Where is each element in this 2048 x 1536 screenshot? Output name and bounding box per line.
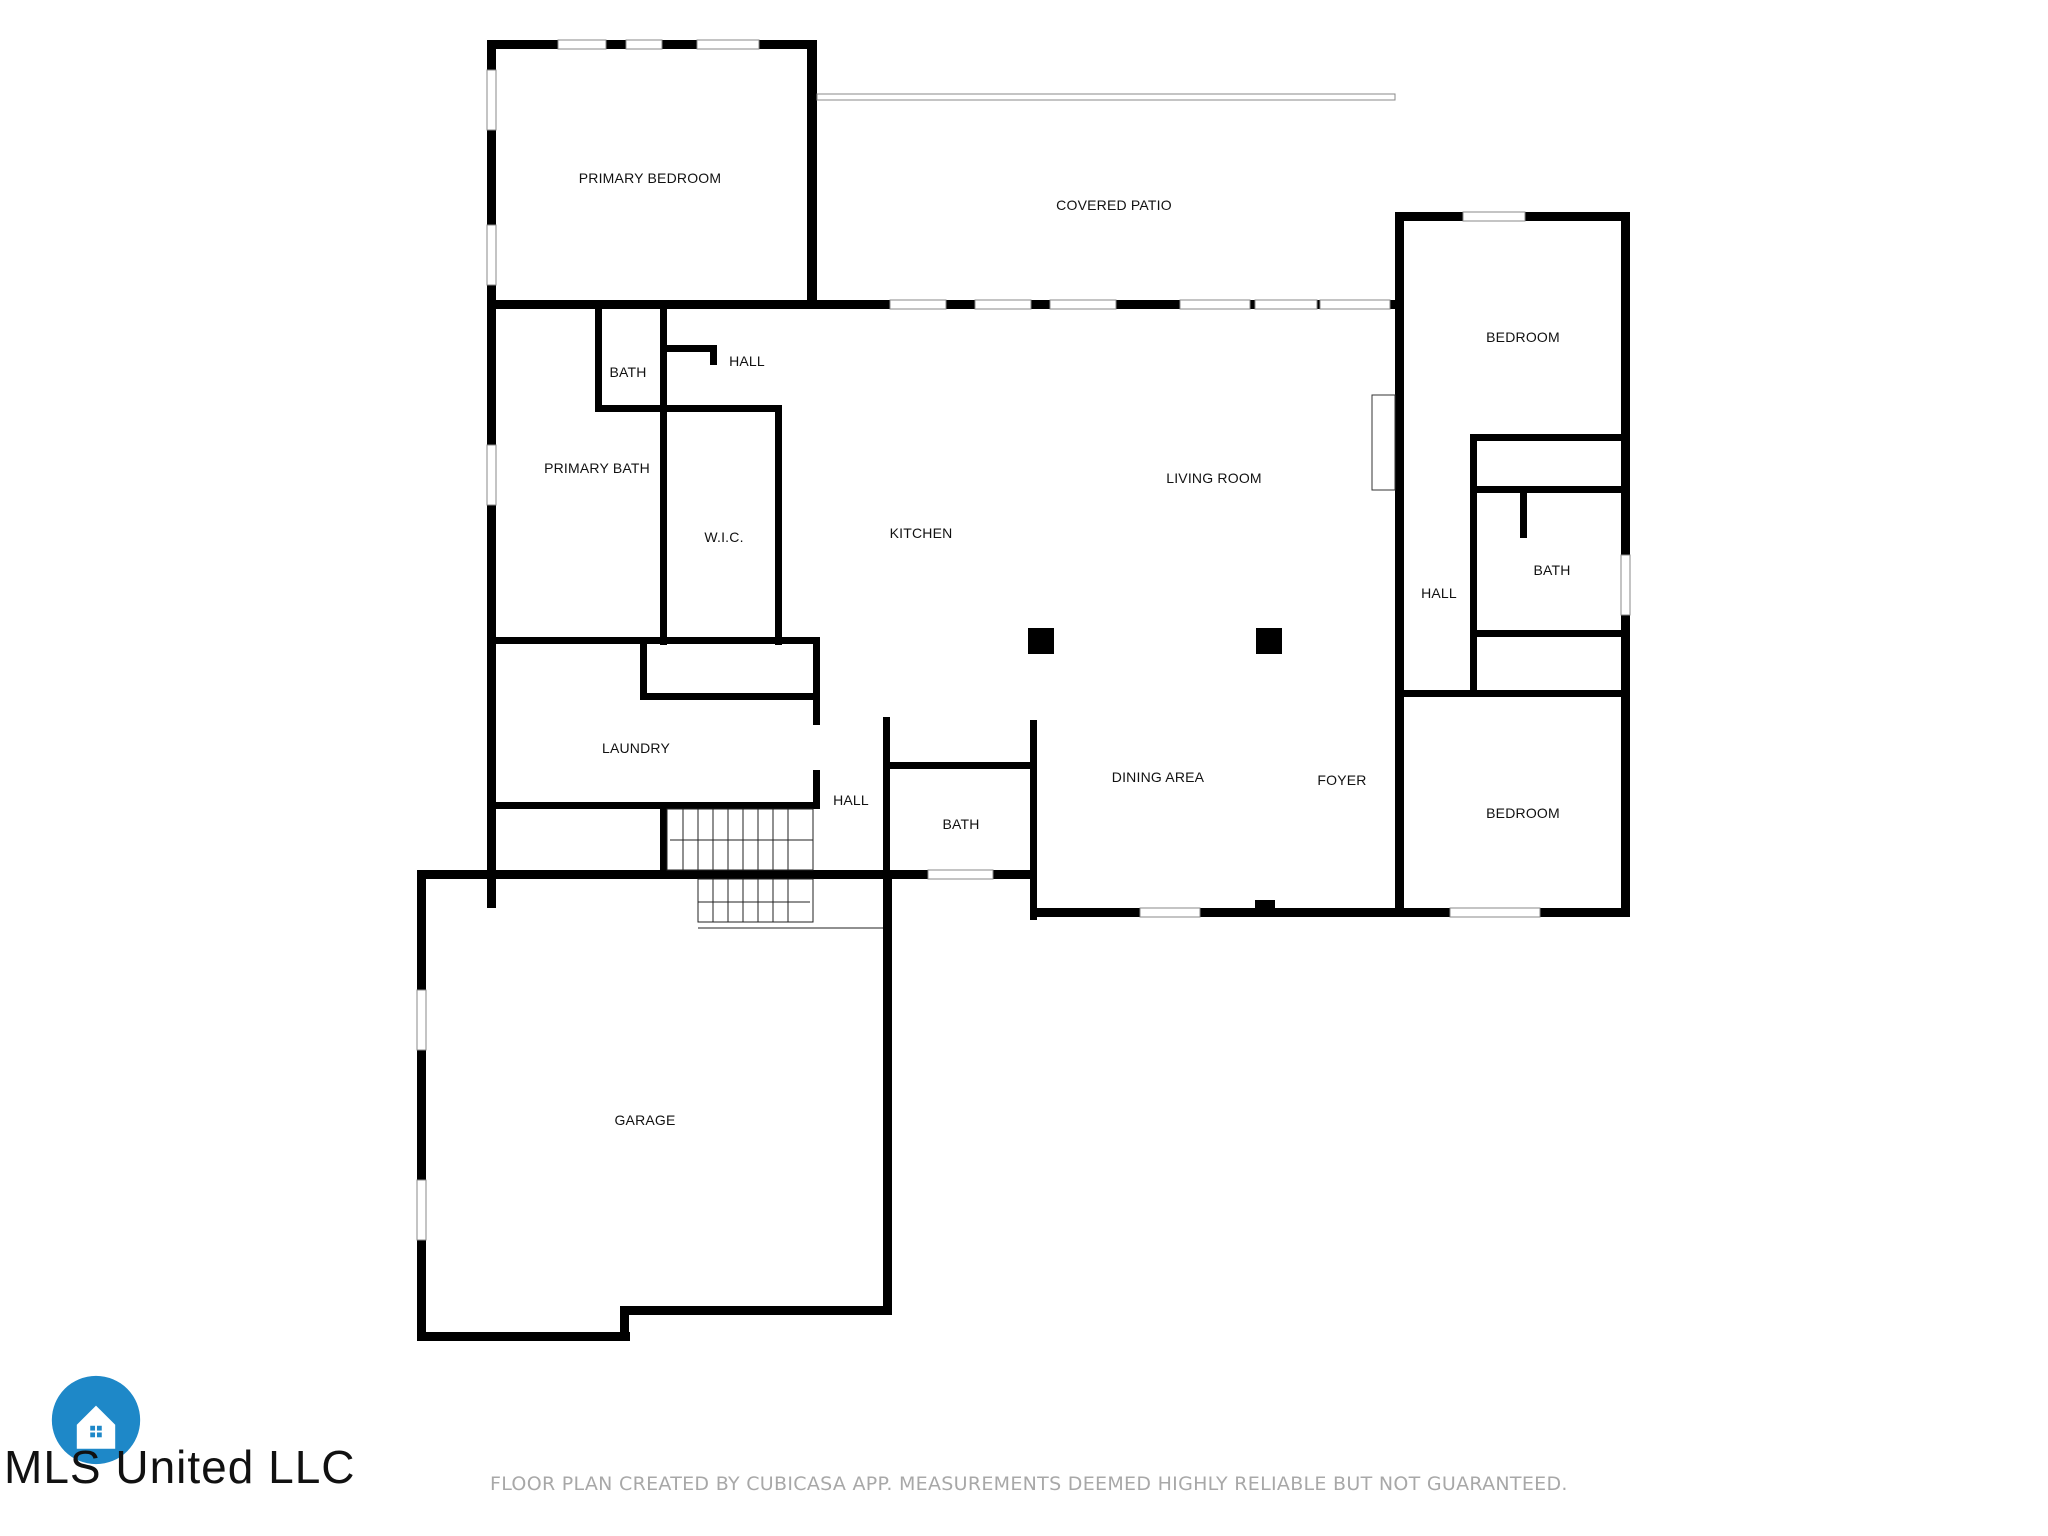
room-label-bath-right: BATH <box>1533 562 1571 578</box>
room-label-garage: GARAGE <box>614 1112 676 1128</box>
room-label-primary-bath: PRIMARY BATH <box>544 460 650 476</box>
footer-disclaimer: FLOOR PLAN CREATED BY CUBICASA APP. MEAS… <box>490 1473 1568 1495</box>
watermark-text: MLS United LLC <box>4 1441 356 1493</box>
room-label-hall-upper: HALL <box>729 353 765 369</box>
room-label-hall-right: HALL <box>1421 585 1457 601</box>
room-label-bedroom-lower: BEDROOM <box>1486 805 1560 821</box>
walls <box>417 40 1630 1341</box>
room-label-dining-area: DINING AREA <box>1111 769 1205 785</box>
stairs <box>666 808 883 929</box>
room-label-foyer: FOYER <box>1317 772 1367 788</box>
room-label-laundry: LAUNDRY <box>601 740 671 756</box>
room-label-hall-lower: HALL <box>833 792 869 808</box>
room-label-living-room: LIVING ROOM <box>1166 470 1262 486</box>
room-label-bedroom-upper: BEDROOM <box>1486 329 1560 345</box>
fireplace <box>1371 394 1396 491</box>
room-label-wic: W.I.C. <box>704 529 744 545</box>
room-label-bath-small: BATH <box>609 364 647 380</box>
room-label-bath-lower: BATH <box>942 816 980 832</box>
room-label-covered-patio: COVERED PATIO <box>1056 197 1172 213</box>
brand-logo-icon <box>51 1375 141 1465</box>
windows <box>416 39 1631 1241</box>
room-label-primary-bedroom: PRIMARY BEDROOM <box>578 170 722 186</box>
room-label-kitchen: KITCHEN <box>889 525 953 541</box>
